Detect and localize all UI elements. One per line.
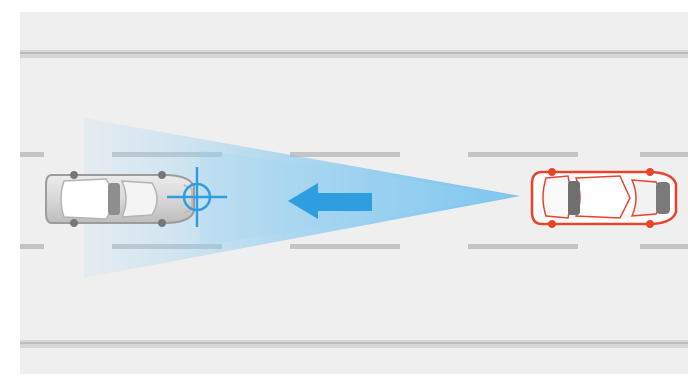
lane-dash (640, 152, 688, 157)
lane-dash (290, 152, 400, 157)
lane-dash (20, 244, 44, 249)
lane-dash (290, 244, 400, 249)
crosshair-icon (167, 167, 227, 227)
lane-dash (468, 152, 578, 157)
lane-dash (468, 244, 578, 249)
arrow-left-icon (288, 183, 372, 219)
own-car (530, 168, 678, 228)
lane-dash (640, 244, 688, 249)
lane-dash (20, 152, 44, 157)
detected-car (45, 171, 195, 227)
road-edges (20, 50, 688, 348)
